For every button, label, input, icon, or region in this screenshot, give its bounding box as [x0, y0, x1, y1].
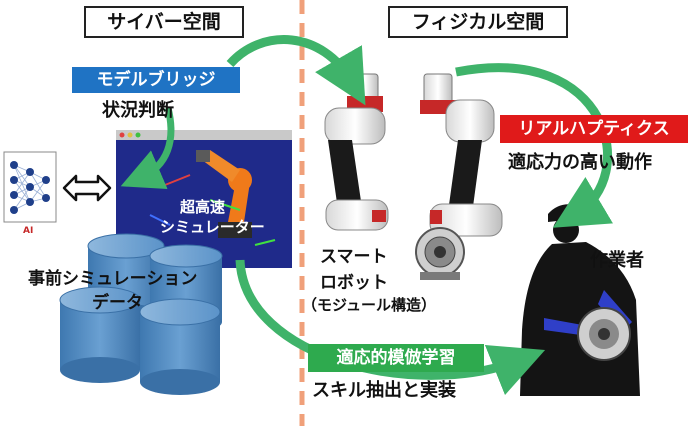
- robot-arm-right: [420, 74, 502, 236]
- pre-sim-label-line2: データ: [92, 288, 143, 313]
- simulator-label-line1: 超高速: [180, 196, 225, 217]
- physical-space-title: フィジカル空間: [388, 6, 568, 38]
- real-haptics-sublabel: 適応力の高い動作: [508, 148, 652, 174]
- arrow-cyber-to-robot: [230, 40, 352, 82]
- real-haptics-badge: リアルハプティクス: [500, 115, 688, 143]
- ai-label: AI: [23, 226, 33, 236]
- database-icon: [60, 234, 222, 395]
- ai-network-icon: [4, 152, 56, 222]
- robot-gripper: [416, 228, 464, 280]
- smart-robot-line2: ロボット: [320, 268, 388, 293]
- adaptive-imitation-badge: 適応的模倣学習: [308, 344, 484, 372]
- model-bridge-badge: モデルブリッジ: [72, 67, 240, 93]
- model-bridge-sublabel: 状況判断: [102, 96, 174, 122]
- worker-silhouette: [520, 204, 640, 396]
- smart-robot-line3: （モジュール構造）: [302, 294, 436, 315]
- robot-arm-left: [325, 74, 388, 230]
- adaptive-imitation-sublabel: スキル抽出と実装: [312, 376, 456, 402]
- smart-robot-line1: スマート: [320, 242, 388, 267]
- worker-label: 作業者: [590, 246, 644, 272]
- pre-sim-label-line1: 事前シミュレーション: [28, 264, 197, 289]
- cyber-space-title: サイバー空間: [84, 6, 244, 38]
- simulator-label-line2: シミュレーター: [160, 216, 265, 237]
- double-arrow-icon: [64, 176, 110, 200]
